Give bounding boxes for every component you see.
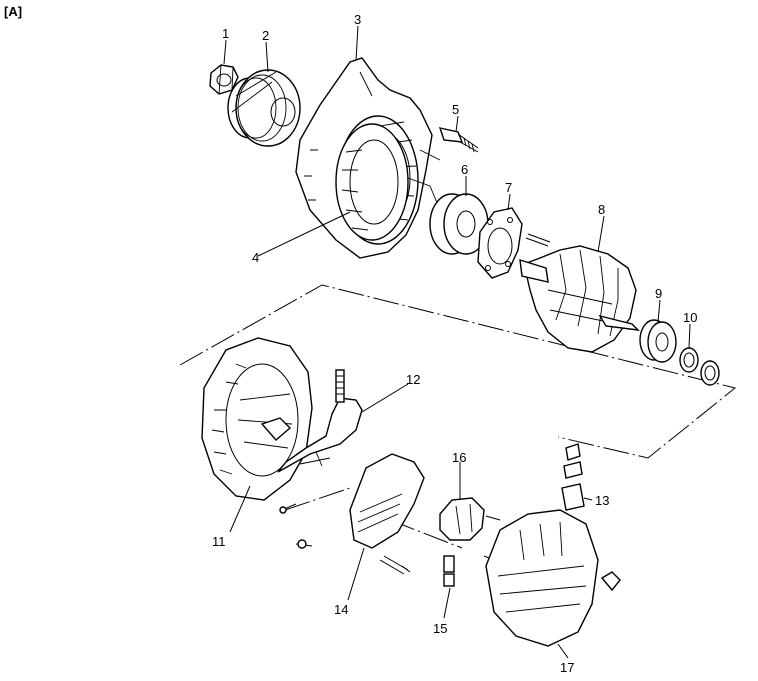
callout-7: 7 <box>505 180 512 195</box>
part-terminal-stack <box>561 443 585 511</box>
callout-15: 15 <box>433 621 447 636</box>
part-stator <box>335 123 441 241</box>
callout-8: 8 <box>598 202 605 217</box>
callout-12: 12 <box>406 372 420 387</box>
callout-2: 2 <box>262 28 269 43</box>
callout-13: 13 <box>595 493 609 508</box>
callout-11: 11 <box>212 534 226 549</box>
part-rear-housing <box>201 337 313 501</box>
part-brush-holder <box>349 453 425 575</box>
part-screws <box>279 503 411 573</box>
part-pulley <box>227 69 301 147</box>
callout-1: 1 <box>222 26 229 41</box>
callout-6: 6 <box>461 162 468 177</box>
callout-3: 3 <box>354 12 361 27</box>
leader-lines <box>223 25 691 659</box>
part-retainer-plate <box>477 207 551 279</box>
callout-4: 4 <box>252 250 259 265</box>
alignment-guide <box>179 284 737 459</box>
part-brush <box>443 555 455 587</box>
callout-10: 10 <box>683 310 697 325</box>
part-rectifier <box>277 369 363 473</box>
part-bolt <box>438 127 479 153</box>
part-regulator <box>439 497 501 561</box>
callout-5: 5 <box>452 102 459 117</box>
callout-17: 17 <box>560 660 574 675</box>
callout-9: 9 <box>655 286 662 301</box>
figure-tag: [A] <box>4 4 22 19</box>
callout-16: 16 <box>452 450 466 465</box>
part-rear-cover <box>485 509 621 647</box>
callout-labels: 1 2 3 4 5 6 7 8 9 10 11 12 13 14 15 16 1… <box>212 12 697 675</box>
part-rotor <box>519 245 640 353</box>
part-nut <box>209 64 239 95</box>
part-bearing-front <box>429 193 489 255</box>
callout-14: 14 <box>334 602 348 617</box>
part-bearing-rear <box>639 319 677 363</box>
